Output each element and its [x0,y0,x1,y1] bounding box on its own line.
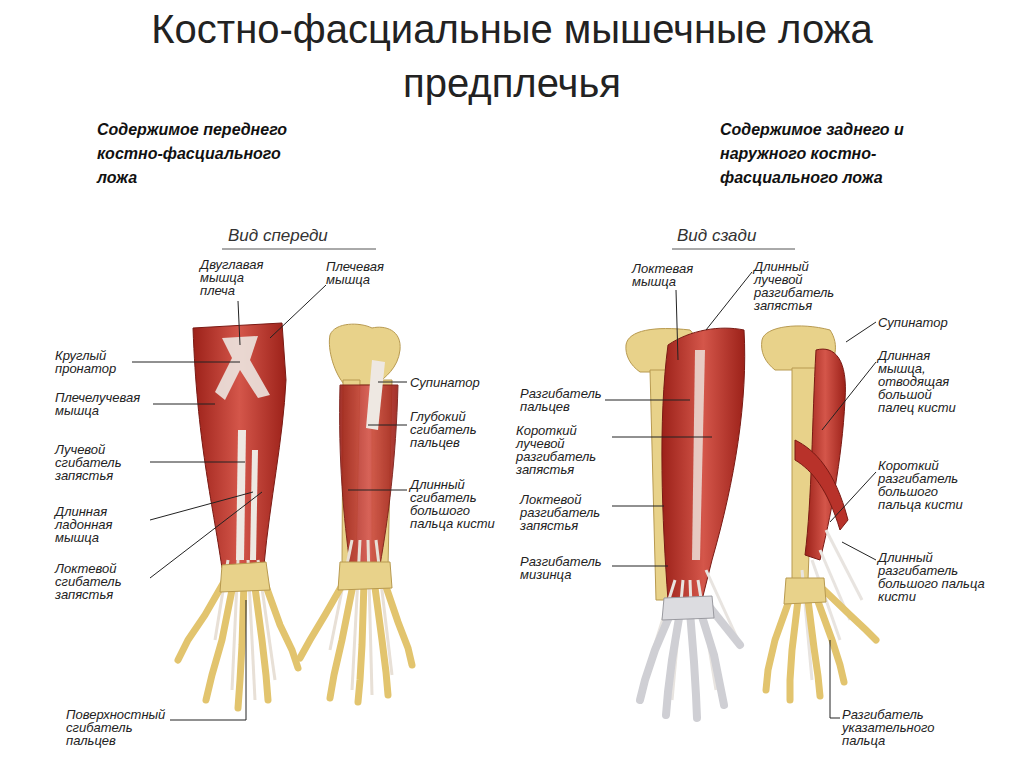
part-label: Лучевой сгибатель запястья [55,443,147,482]
part-label: Круглый пронатор [55,349,135,375]
part-label: Длинный разгибатель большого пальца кист… [878,551,990,603]
part-label: Разгибатель пальцев [520,387,604,413]
subheading: Содержимое заднего и наружного костно-фа… [720,118,910,190]
part-label: Короткий лучевой разгибатель запястья [516,424,612,476]
anterior-superficial-figure [178,323,298,708]
part-label: Глубокий сгибатель пальцев [410,410,496,449]
part-label: Длинный лучевой разгибатель запястья [754,260,846,312]
part-label: Плечевая мышца [326,260,404,286]
part-label: Локтевая мышца [632,262,704,288]
part-label: Разгибатель мизинца [520,555,616,581]
view-label: Вид спереди [228,226,378,246]
part-label: Разгибатель указательного пальца [842,708,966,747]
part-label: Локтевой разгибатель запястья [520,493,616,532]
part-label: Супинатор [410,376,500,389]
part-label: Поверхностный сгибатель пальцев [66,708,170,747]
posterior-superficial-figure [626,328,745,718]
posterior-deep-figure [762,326,876,700]
part-label: Длинный сгибатель большого пальца кисти [410,478,498,530]
anterior-deep-figure [300,324,412,702]
view-label: Вид сзади [677,226,797,246]
part-label: Супинатор [878,316,978,329]
part-label: Короткий разгибатель большого пальца кис… [878,459,982,511]
part-label: Длинная ладонная мышца [55,505,147,544]
part-label: Локтевой сгибатель запястья [55,562,147,601]
part-label: Длинная мышца, отводящая большой палец к… [878,349,962,414]
part-label: Двуглавая мышца плеча [200,258,272,297]
page-title: Костно-фасциальные мышечные ложа предпле… [92,2,932,110]
leader-lines [132,272,876,720]
part-label: Плечелучевая мышца [55,391,151,417]
subheading: Содержимое переднего костно-фасциального… [97,118,307,190]
